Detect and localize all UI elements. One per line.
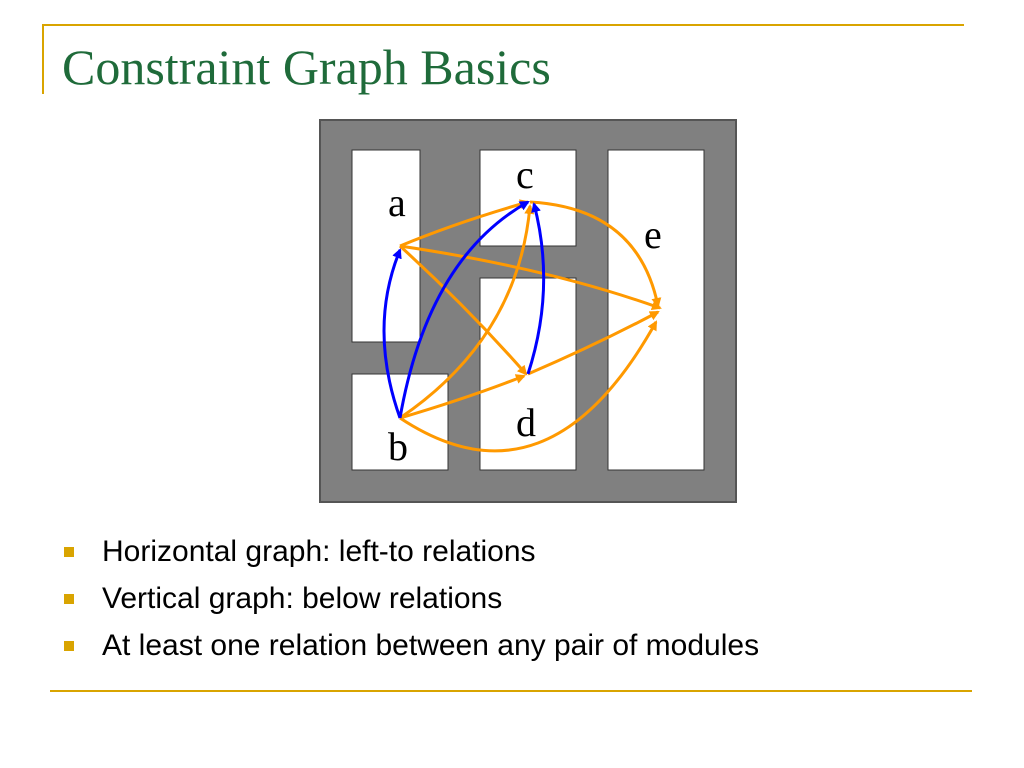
top-accent-line [44,24,964,26]
edge-d-c [526,202,546,375]
square-bullet-icon [64,547,74,557]
module-label-b: b [388,424,408,469]
module-b [351,373,449,471]
edge-a-e [399,244,662,311]
edge-b-e [399,320,658,453]
bullet-text: Vertical graph: below relations [102,582,503,615]
bottom-accent-line [50,690,972,692]
edge-a-d [398,244,528,376]
vertical-edges [382,200,546,419]
bullet-list: Horizontal graph: left-to relations Vert… [64,528,759,669]
bullet-text: Horizontal graph: left-to relations [102,535,536,568]
edge-a-c [399,199,530,248]
module-label-c: c [516,152,534,197]
edge-d-e [527,310,660,376]
square-bullet-icon [64,594,74,604]
horizontal-edges [398,199,662,453]
edge-b-a [382,248,402,419]
module-label-a: a [388,180,406,225]
bullet-text: At least one relation between any pair o… [102,629,760,662]
slide-title: Constraint Graph Basics [62,39,551,95]
edge-b-c [399,204,535,420]
module-label-e: e [644,212,662,257]
edge-c-e [529,200,662,308]
edge-b-c-vertical [398,200,530,419]
square-bullet-icon [64,641,74,651]
module-e [607,149,705,471]
bullet-item: Horizontal graph: left-to relations [64,528,759,575]
constraint-graph-diagram: a b c d e [319,119,737,503]
bullet-item: Vertical graph: below relations [64,575,759,622]
edge-b-d [399,374,526,420]
module-label-d: d [516,400,536,445]
bullet-item: At least one relation between any pair o… [64,622,759,669]
left-accent-line [42,24,44,94]
